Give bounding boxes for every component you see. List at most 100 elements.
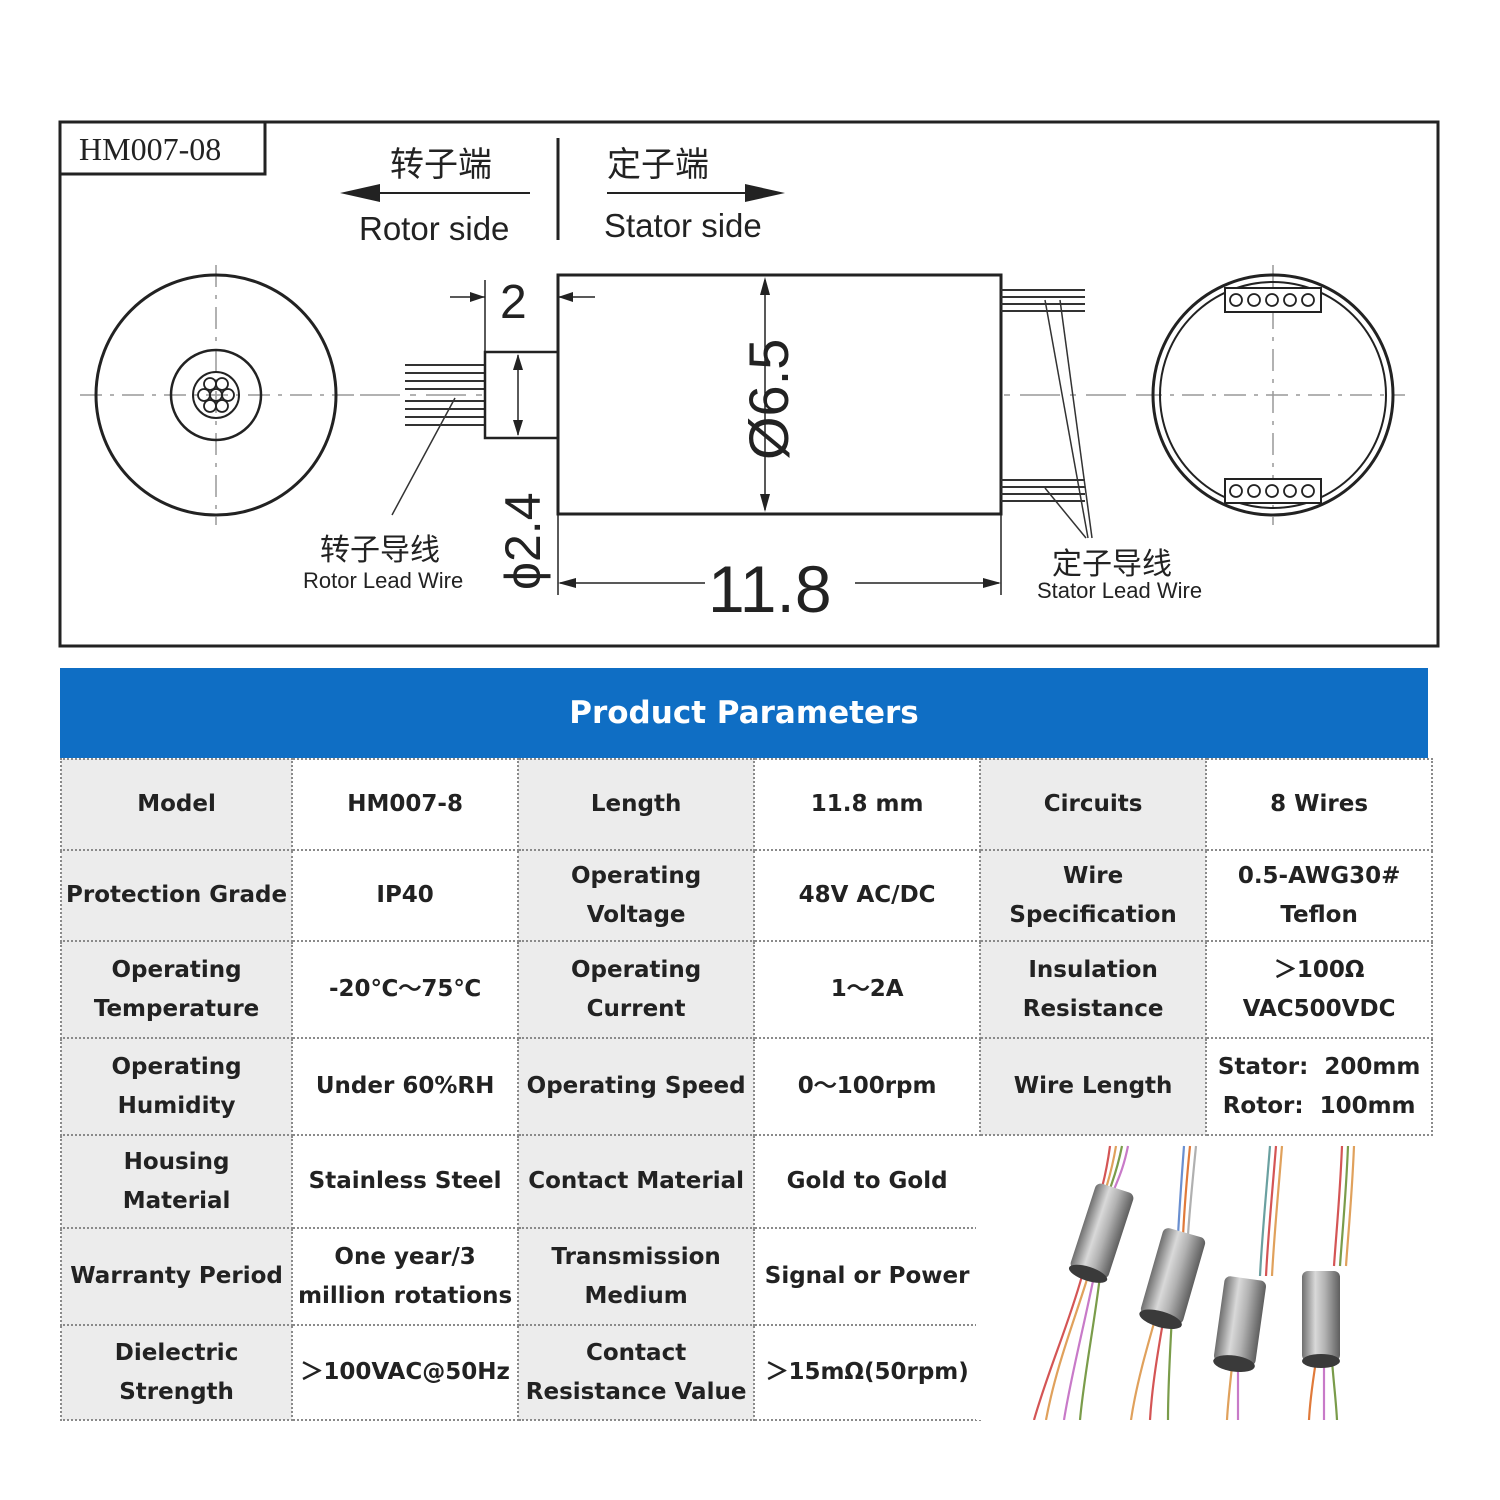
param-value-line: million rotations <box>298 1282 513 1309</box>
param-value: IP40 <box>291 849 520 942</box>
side-view <box>360 273 1140 516</box>
param-value-line: ＞100VAC@50Hz <box>300 1359 510 1385</box>
param-label-line: Specification <box>1009 901 1177 928</box>
param-value-line: -20℃～75℃ <box>328 976 482 1002</box>
param-label-line: Resistance <box>1022 995 1164 1022</box>
dimension-2: 2 <box>450 276 595 352</box>
param-label-line: Contact Material <box>528 1168 745 1194</box>
param-label-line: Temperature <box>93 995 260 1022</box>
rotor-side-arrowhead <box>340 184 380 202</box>
dimension-diameter-6-5: Ø6.5 <box>737 277 800 512</box>
param-label-line: Humidity <box>117 1092 236 1119</box>
stator-side-en: Stator side <box>604 207 762 244</box>
stator-lead-en: Stator Lead Wire <box>1037 578 1202 603</box>
param-value: Signal or Power <box>753 1227 982 1326</box>
param-value-line: 8 Wires <box>1270 791 1369 817</box>
rotor-lead-leader <box>391 397 456 516</box>
param-value: ＞100Ω VAC500VDC <box>1205 940 1434 1039</box>
photo-slip-ring-1 <box>1068 1183 1134 1283</box>
param-value-line: 11.8 mm <box>810 791 924 817</box>
model-box <box>58 120 267 176</box>
param-value: Under 60%RH <box>291 1037 520 1136</box>
param-label-line: Operating Speed <box>526 1073 746 1099</box>
photo-slip-ring-2 <box>1139 1228 1206 1330</box>
param-value-line: Stator: 200mm <box>1217 1053 1421 1080</box>
param-value-line: Under 60%RH <box>315 1073 495 1099</box>
param-label-line: Operating <box>571 862 702 889</box>
param-label: Length <box>517 758 756 851</box>
dimension-2-label: 2 <box>500 276 527 329</box>
param-label-line: Length <box>590 791 682 817</box>
rotor-end-view <box>80 265 355 525</box>
stator-lead-leader-2 <box>1059 299 1093 539</box>
photo-wires <box>1032 1145 1356 1420</box>
param-value-line: 1～2A <box>830 976 904 1002</box>
param-value-line: Teflon <box>1280 901 1358 928</box>
params-header: Product Parameters <box>60 668 1428 758</box>
rotor-side-cn: 转子端 <box>390 145 492 185</box>
param-label-line: Protection Grade <box>66 882 288 908</box>
param-value-line: Signal or Power <box>764 1263 970 1289</box>
param-label-line: Circuits <box>1043 791 1143 817</box>
param-label: Warranty Period <box>59 1227 294 1326</box>
param-value: ＞15mΩ(50rpm) <box>753 1324 982 1421</box>
param-value-line: Gold to Gold <box>786 1168 948 1194</box>
param-value: 1～2A <box>753 940 982 1039</box>
param-label-line: Resistance Value <box>525 1378 747 1405</box>
stator-lead-leader-3 <box>1044 487 1087 539</box>
params-row: Warranty Period One year/3 million rotatio… <box>59 1227 1432 1326</box>
param-label: Circuits <box>979 758 1208 851</box>
dimension-length-label: 11.8 <box>708 552 832 626</box>
technical-drawing: HM007-08 转子端 Rotor side 定子端 Stator side <box>58 120 1440 648</box>
param-value: -20℃～75℃ <box>291 940 520 1039</box>
param-label-line: Insulation <box>1028 956 1158 983</box>
param-label-line: Wire Length <box>1013 1073 1173 1099</box>
param-value-line: Stainless Steel <box>308 1168 502 1194</box>
param-label-line: Warranty Period <box>70 1263 283 1289</box>
param-value-line: VAC500VDC <box>1242 995 1396 1022</box>
param-value-line: ＞15mΩ(50rpm) <box>765 1359 969 1385</box>
model-box-label: HM007-08 <box>79 131 221 167</box>
param-label-line: Model <box>137 791 216 817</box>
param-label: Operating Speed <box>517 1037 756 1136</box>
photo-slip-ring-4 <box>1302 1271 1340 1368</box>
param-label-line: Operating <box>571 956 702 983</box>
param-label-line: Strength <box>119 1378 234 1405</box>
product-photo <box>976 1136 1428 1420</box>
param-label: Protection Grade <box>59 849 294 942</box>
param-label-line: Material <box>122 1187 231 1214</box>
param-value-line: IP40 <box>376 882 434 908</box>
param-label-line: Operating <box>111 1053 242 1080</box>
param-value-line: Rotor: 100mm <box>1222 1092 1416 1119</box>
rotor-lead-cn: 转子导线 <box>320 533 440 568</box>
dimension-diameter-2-4: ϕ2.4 <box>495 354 551 590</box>
param-label-line: Wire <box>1063 862 1124 889</box>
param-value: 0.5-AWG30#Teflon <box>1205 849 1434 942</box>
param-label: Wire Length <box>979 1037 1208 1136</box>
stator-lead-cn: 定子导线 <box>1052 547 1172 582</box>
param-value-line: ＞100Ω <box>1273 956 1365 983</box>
param-value: One year/3 million rotations <box>291 1227 520 1326</box>
param-label: Model <box>59 758 294 851</box>
param-value: Stainless Steel <box>291 1134 520 1229</box>
dimension-length: 11.8 <box>557 514 1002 626</box>
dimension-diameter-6-5-label: Ø6.5 <box>737 339 800 460</box>
param-label-line: Contact <box>586 1339 687 1366</box>
stator-side-arrowhead <box>745 184 785 202</box>
photo-slip-ring-3 <box>1213 1276 1267 1373</box>
param-value-line: 48V AC/DC <box>798 882 936 908</box>
param-value: 0～100rpm <box>753 1037 982 1136</box>
drawing-frame <box>58 120 1440 648</box>
param-value-line: One year/3 <box>334 1243 476 1270</box>
